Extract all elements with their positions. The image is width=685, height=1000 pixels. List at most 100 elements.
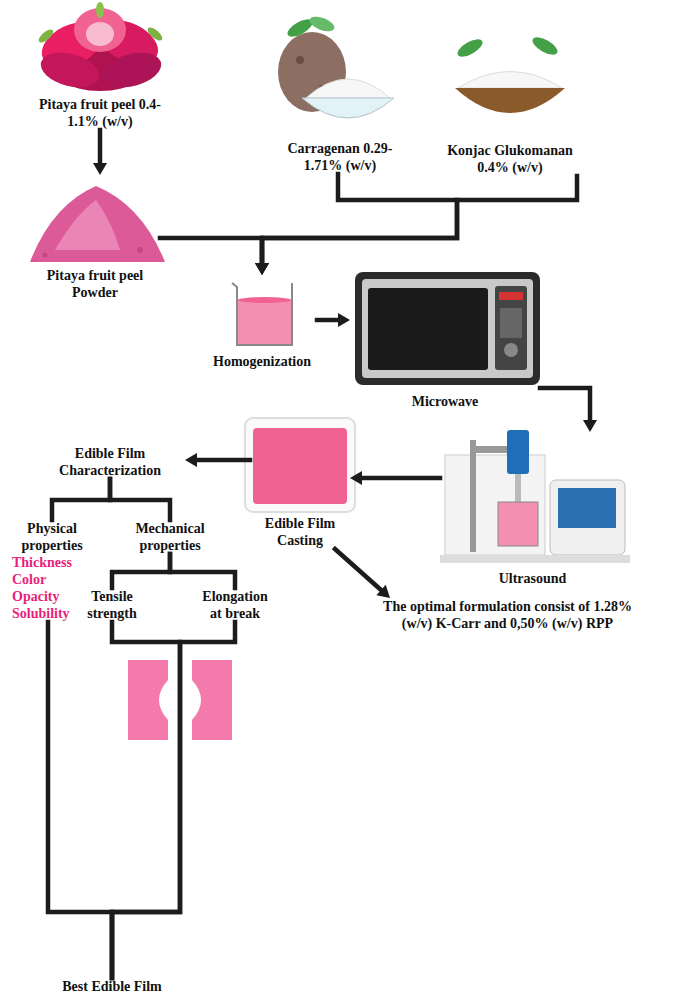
process-node: Microwave xyxy=(350,268,540,410)
node-label: Tensile strength xyxy=(72,588,152,622)
powder-mound xyxy=(30,186,165,262)
leaf xyxy=(308,14,337,34)
peel-tip xyxy=(96,2,104,18)
analysis-node: Edible Film Characterization xyxy=(35,445,185,479)
property-node: Tensile strength xyxy=(72,588,152,622)
casting-tray-image xyxy=(245,418,355,512)
flow-connector xyxy=(540,388,597,432)
flow-connector xyxy=(185,453,250,467)
peel-tip xyxy=(146,25,165,43)
film-solution xyxy=(253,428,347,504)
device-enclosure xyxy=(445,455,545,555)
leaf xyxy=(530,34,560,58)
microwave-door xyxy=(368,288,488,370)
node-label: Edible Film Characterization xyxy=(35,445,185,479)
connector-line xyxy=(52,479,110,520)
wooden-bowl xyxy=(455,88,565,113)
tensile-specimen-image xyxy=(128,660,232,740)
peel-petal xyxy=(37,47,103,93)
pink-liquid xyxy=(238,300,291,344)
connector-line xyxy=(112,554,170,588)
beaker-image xyxy=(232,283,292,345)
microwave-frame xyxy=(355,272,540,385)
process-node: Homogenization xyxy=(207,275,317,370)
arrow-head xyxy=(255,263,269,275)
glass-bowl xyxy=(302,98,394,118)
ultrasound-image xyxy=(440,430,630,563)
carrageenan-image xyxy=(278,14,394,118)
node-label: Carragenan 0.29-1.71% (w/v) xyxy=(280,140,400,174)
powder-grain xyxy=(43,253,48,258)
process-node: Ultrasound xyxy=(440,432,625,587)
probe-head xyxy=(507,430,529,474)
node-label: Ultrasound xyxy=(440,570,625,587)
flow-connector xyxy=(160,238,269,275)
property-node: Elongation at break xyxy=(196,588,274,622)
connector-line xyxy=(48,622,112,978)
connector-line xyxy=(194,458,250,463)
powder-grain xyxy=(137,247,143,253)
microwave-body xyxy=(362,279,533,378)
white-powder xyxy=(458,72,562,89)
connector-line xyxy=(98,130,103,166)
node-label: Homogenization xyxy=(207,353,317,370)
liquid-surface xyxy=(238,297,291,303)
pitaya-peel-image xyxy=(35,2,166,93)
panel-display xyxy=(499,292,523,300)
node-label: Edible Film Casting xyxy=(250,515,350,549)
peel-inner xyxy=(86,22,114,46)
connector-line xyxy=(335,549,383,592)
flow-connector xyxy=(255,174,457,275)
connector-line xyxy=(170,554,235,588)
control-panel xyxy=(495,286,527,370)
ingredient-node: Konjac Glukomanan 0.4% (w/v) xyxy=(440,142,580,176)
outcome-node: Best Edible Film xyxy=(52,978,172,995)
flow-connector xyxy=(170,554,235,588)
white-powder xyxy=(306,79,390,98)
material-node: Pitaya fruit peel Powder xyxy=(30,175,160,301)
connector-line xyxy=(359,476,440,481)
arrow-head xyxy=(350,471,362,485)
node-label: Konjac Glukomanan 0.4% (w/v) xyxy=(440,142,580,176)
node-label: Best Edible Film xyxy=(52,978,172,995)
connector-line xyxy=(317,318,341,323)
ingredient-node: Pitaya fruit peel 0.4-1.1% (w/v) xyxy=(30,96,170,130)
connector-line xyxy=(262,174,457,266)
arrow-head xyxy=(255,263,269,275)
beaker-outline xyxy=(232,283,292,345)
sample-beaker xyxy=(498,502,538,546)
konjac-image xyxy=(455,34,565,113)
device-base xyxy=(440,555,630,563)
specimen-right xyxy=(192,660,232,740)
controller-screen xyxy=(558,488,616,528)
peel-tip xyxy=(37,27,56,45)
controller-box xyxy=(550,480,625,555)
flow-connector xyxy=(112,554,170,588)
node-label: Pitaya fruit peel 0.4-1.1% (w/v) xyxy=(30,96,170,130)
powder-image xyxy=(30,186,165,262)
flow-connector xyxy=(48,622,112,978)
specimen-left xyxy=(128,660,168,740)
stand-pole xyxy=(470,440,476,552)
arrow-head xyxy=(93,163,107,175)
panel-knob xyxy=(504,343,518,357)
ingredient-node: Carragenan 0.29-1.71% (w/v) xyxy=(280,140,400,174)
property-group: Physical propertiesThickness Color Opaci… xyxy=(12,520,92,622)
flow-connector xyxy=(93,130,107,175)
peel-petal xyxy=(99,47,165,93)
flow-connector xyxy=(335,549,390,598)
connector-line xyxy=(540,388,590,423)
flow-connector xyxy=(317,313,350,327)
flow-connector xyxy=(255,176,577,275)
node-label: Physical properties xyxy=(12,520,92,554)
result-node: The optimal formulation consist of 1.28%… xyxy=(375,598,640,632)
flow-connector xyxy=(112,622,235,978)
node-label: Mechanical properties xyxy=(120,520,220,554)
arrow-head xyxy=(376,585,390,598)
property-group: Mechanical properties xyxy=(120,520,220,554)
connector-line xyxy=(262,176,577,266)
connector-line xyxy=(110,479,170,520)
leaf xyxy=(455,36,485,60)
